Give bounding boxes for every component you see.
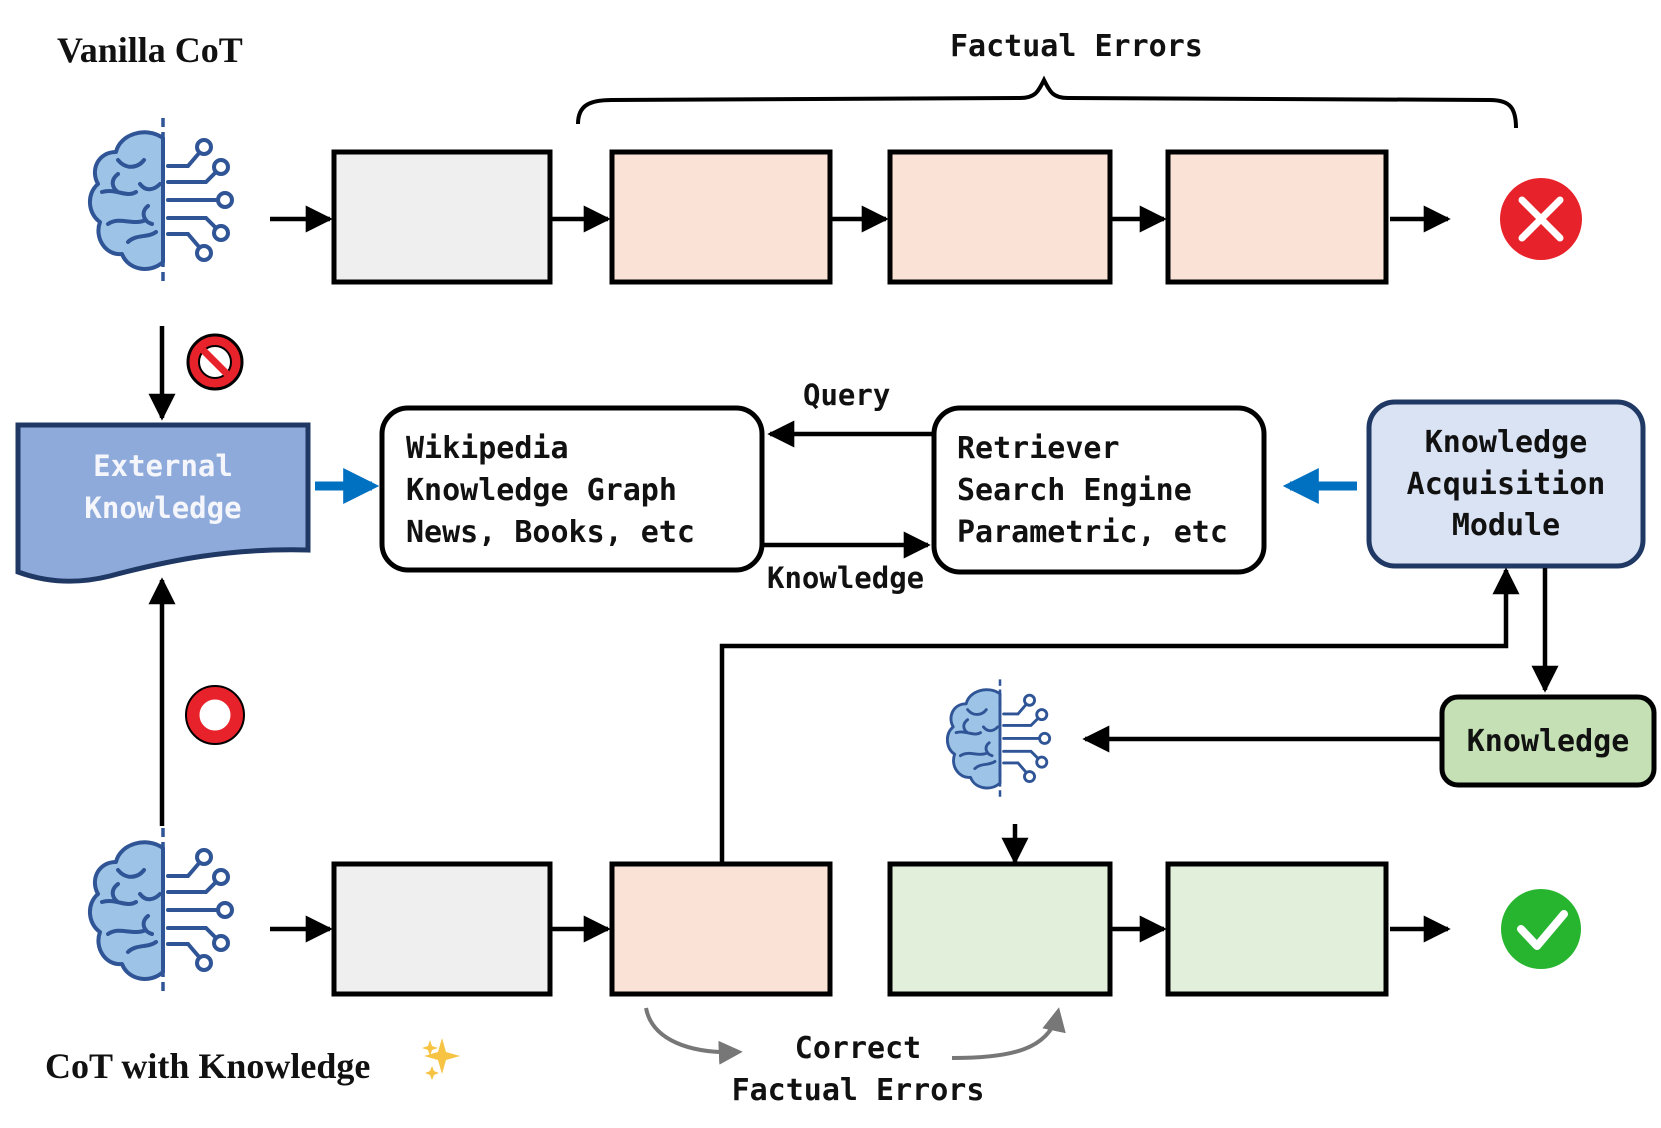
bottom-step-2-error <box>609 861 833 997</box>
external-knowledge-box <box>15 422 311 584</box>
correct-curve-arrow-left <box>644 1007 743 1065</box>
retriever-line3: Parametric, etc <box>957 515 1228 550</box>
retriever-line1: Retriever <box>957 431 1120 466</box>
bottom-brain-icon <box>87 826 234 994</box>
kam-box <box>1366 399 1646 569</box>
top-step-1 <box>331 149 553 285</box>
small-brain-icon <box>945 677 1052 799</box>
kam-line2: Acquisition <box>1407 467 1606 502</box>
red-x-icon <box>1500 178 1582 260</box>
vanilla-cot-title: Vanilla CoT <box>57 30 243 70</box>
sources-line1: Wikipedia <box>406 431 569 466</box>
external-knowledge-line1: External <box>93 449 233 483</box>
top-step-2-error <box>609 149 833 285</box>
factual-errors-label: Factual Errors <box>950 29 1203 64</box>
kam-line3: Module <box>1452 508 1560 543</box>
external-knowledge-line2: Knowledge <box>84 491 241 525</box>
ring-icon <box>185 685 245 745</box>
sources-line3: News, Books, etc <box>406 515 695 550</box>
top-step-3-error <box>887 149 1113 285</box>
bottom-step-4-corrected <box>1165 861 1389 997</box>
cot-with-knowledge-title: CoT with Knowledge <box>45 1046 370 1086</box>
knowledge-box-label: Knowledge <box>1467 724 1630 759</box>
error-to-kam-arrow <box>719 567 1520 862</box>
kam-line1: Knowledge <box>1425 425 1588 460</box>
top-step-4-error <box>1165 149 1389 285</box>
bottom-step-1 <box>331 861 553 997</box>
no-entry-icon <box>186 333 244 391</box>
correct-label-line1: Correct <box>795 1031 921 1066</box>
sources-line2: Knowledge Graph <box>406 473 677 508</box>
green-check-icon <box>1501 889 1581 969</box>
sparkles-icon <box>422 1038 460 1080</box>
knowledge-box <box>1439 694 1657 788</box>
bottom-step-3-corrected <box>887 861 1113 997</box>
correct-label-line2: Factual Errors <box>732 1073 985 1108</box>
retriever-box <box>931 405 1267 575</box>
knowledge-flow-label: Knowledge <box>767 561 924 595</box>
retriever-line2: Search Engine <box>957 473 1192 508</box>
query-label: Query <box>803 378 890 412</box>
top-brain-icon <box>87 116 234 284</box>
factual-errors-brace <box>576 75 1518 129</box>
correct-curve-arrow-right <box>951 1007 1066 1060</box>
sources-box <box>379 405 765 573</box>
